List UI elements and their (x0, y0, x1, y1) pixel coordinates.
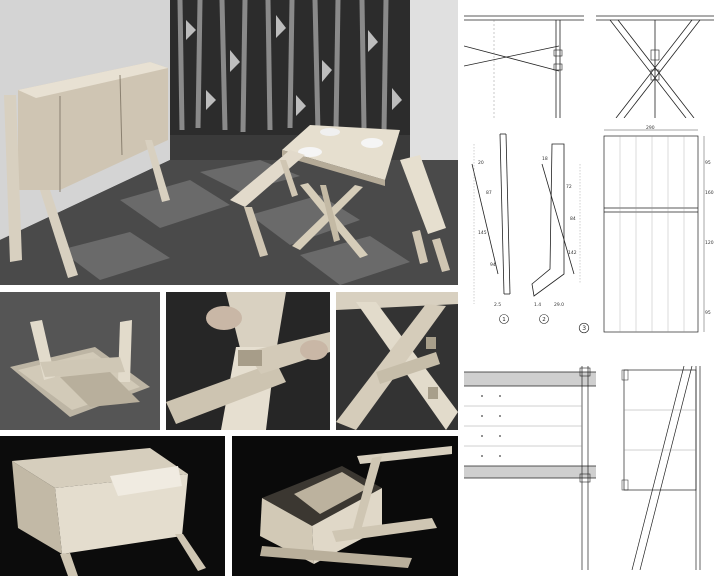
plan-dim-side: 160 (705, 190, 714, 196)
profile-number-two: 2 (542, 317, 546, 323)
dim-label-right: 18 (542, 156, 548, 162)
photo-joint-hand-drawing (166, 292, 330, 430)
dim-label-left: 20 (478, 160, 484, 166)
dim-label-left: 145 (478, 230, 487, 236)
dim-label-right: 142 (568, 250, 577, 256)
plan-dim-side: 95 (705, 160, 711, 166)
profile-number-one: 1 (502, 317, 506, 323)
dim-label-right: 29.0 (554, 302, 564, 308)
drawing-plan-view-lines: 290 95 160 120 95 (603, 125, 714, 333)
dim-label-right: 1.4 (534, 302, 541, 308)
dim-label-left: 2.5 (494, 302, 501, 308)
photo-folded-table-1-drawing (0, 292, 160, 430)
dim-label-right: 84 (570, 216, 576, 222)
photo-cabinet-folded-drawing (0, 436, 225, 576)
drawing-side-elevation (464, 6, 584, 118)
photo-cabinet-open-drawing (232, 436, 458, 576)
plan-dim-width: 290 (646, 125, 655, 131)
dim-label-left: 87 (486, 190, 492, 196)
photo-joint-hand (166, 292, 330, 430)
photo-cabinet-folded (0, 436, 225, 576)
plan-number-three-badge: 3 (578, 322, 590, 334)
drawing-side-elevation-lines (464, 15, 584, 118)
drawing-cabinet-side (614, 366, 714, 570)
dim-label-left: 94 (490, 262, 496, 268)
drawing-cabinet-side-lines (621, 366, 701, 570)
photo-folded-table-1 (0, 292, 160, 430)
plan-number-three: 3 (582, 325, 586, 332)
drawing-cabinet-section (464, 366, 596, 570)
photo-table-and-cabinet (0, 0, 458, 285)
photo-x-legs-detail (336, 292, 458, 430)
plan-number-three-wrap: 3 (578, 322, 590, 334)
dim-label-right: 72 (566, 184, 572, 190)
drawing-front-elevation-lines (596, 15, 714, 118)
plan-dim-side: 120 (705, 240, 714, 246)
plan-dim-side: 95 (705, 310, 711, 316)
drawing-cabinet-section-lines (464, 366, 596, 570)
photo-table-scene (0, 0, 458, 285)
photo-cabinet-open (232, 436, 458, 576)
drawing-leg-profiles-lines: 20 87 145 94 2.5 18 72 84 142 1.4 29.0 1… (471, 133, 581, 324)
drawing-plan-view: 290 95 160 120 95 (596, 124, 714, 346)
photo-x-legs-drawing (336, 292, 458, 430)
drawing-front-elevation (596, 6, 714, 118)
drawing-leg-profiles: 20 87 145 94 2.5 18 72 84 142 1.4 29.0 1… (464, 124, 596, 346)
